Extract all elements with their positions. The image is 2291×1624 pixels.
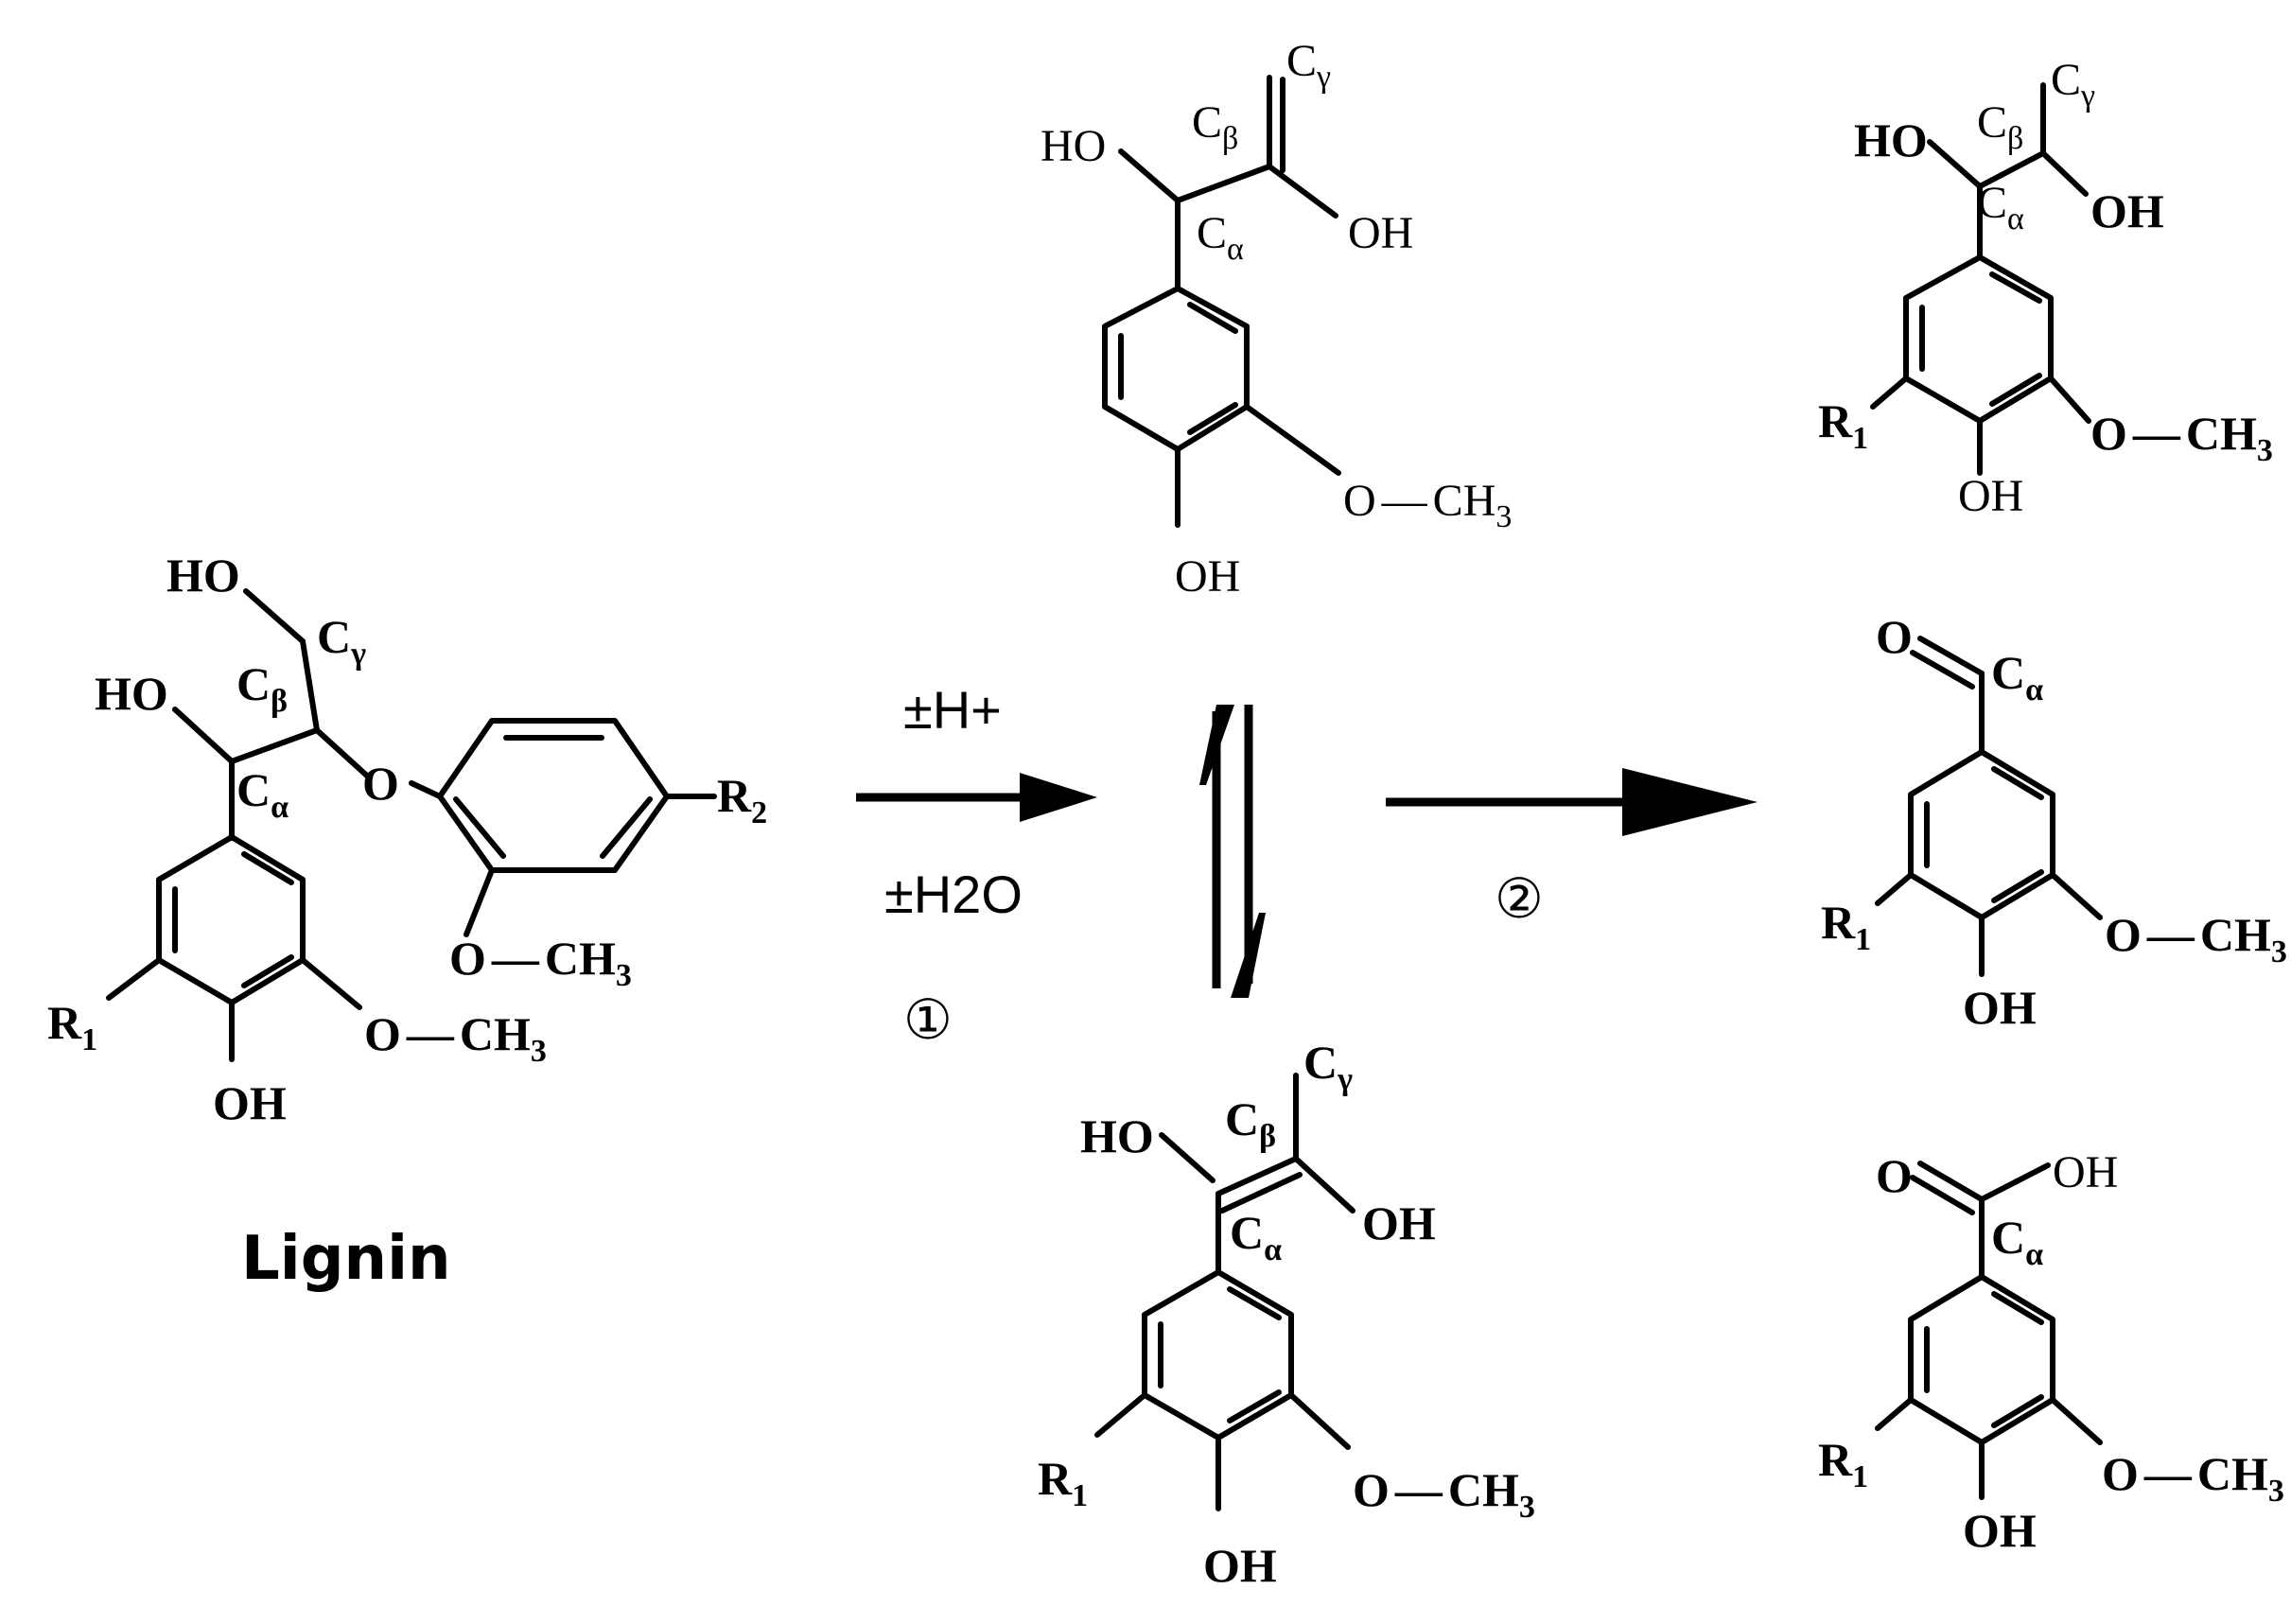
acid-c-alpha: Cα: [1991, 1211, 2043, 1272]
lignin-ho-gamma: HO: [166, 549, 240, 602]
aldehyde-methoxy: O—CH3: [2105, 908, 2287, 969]
acid-oh: OH: [2053, 1147, 2118, 1197]
lignin-ring-b-methoxy: O—CH3: [449, 932, 632, 993]
proton-reagent: ±H+: [903, 680, 1002, 740]
enol-bottom-c-alpha: Cα: [1230, 1206, 1282, 1267]
enol-top-oh: OH: [1348, 208, 1413, 258]
lignin-r1: R1: [47, 996, 97, 1057]
lignin-phenol-oh: OH: [213, 1076, 287, 1129]
enol-top-c-alpha: Cα: [1197, 208, 1244, 267]
diol-ho: HO: [1854, 114, 1928, 166]
diol-r1: R1: [1818, 394, 1868, 456]
lignin-c-alpha: Cα: [236, 763, 289, 825]
lignin-r2: R2: [717, 769, 767, 830]
water-reagent: ±H2O: [884, 864, 1023, 924]
step1-label: ①: [903, 987, 953, 1052]
enol-bottom-oh: OH: [1362, 1196, 1436, 1249]
equilibrium-arrows: [1199, 705, 1266, 998]
lignin-ether-o: O: [362, 757, 399, 810]
step2-arrow: [1386, 768, 1758, 836]
aldehyde-phenol-oh: OH: [1963, 981, 2037, 1034]
product-aldehyde: O Cα R1 O—CH3 OH: [1821, 610, 2287, 1034]
enol-intermediate-bottom: HO Cγ Cβ Cα OH R1 O—CH3 OH: [1038, 1036, 1535, 1592]
acid-methoxy: O—CH3: [2102, 1447, 2284, 1509]
acid-phenol-oh: OH: [1963, 1504, 2037, 1557]
diol-methoxy: O—CH3: [2090, 407, 2273, 468]
aldehyde-c-alpha: Cα: [1991, 646, 2043, 707]
lignin-c-beta: Cβ: [236, 657, 288, 719]
acid-r1: R1: [1818, 1433, 1868, 1494]
diol-c-beta: Cβ: [1977, 97, 2023, 156]
enol-bottom-r1: R1: [1038, 1452, 1088, 1513]
lignin-ring-a-methoxy: O—CH3: [364, 1007, 547, 1069]
enol-top-ho: HO: [1041, 121, 1106, 171]
aldehyde-o: O: [1876, 610, 1913, 663]
lignin-title: Lignin: [241, 1224, 451, 1294]
step2-label: ②: [1495, 866, 1544, 931]
enol-bottom-c-beta: Cβ: [1225, 1092, 1276, 1154]
aldehyde-r1: R1: [1821, 896, 1871, 957]
diol-phenol-oh: OH: [1958, 471, 2023, 521]
enol-top-methoxy: O—CH3: [1343, 476, 1512, 534]
enol-top-c-beta: Cβ: [1192, 97, 1238, 156]
enol-intermediate-top: HO Cγ Cβ Cα OH O—CH3 OH: [1041, 36, 1512, 602]
enol-top-c-gamma: Cγ: [1286, 36, 1331, 95]
diol-oh: OH: [2090, 184, 2164, 237]
product-diol: HO Cγ Cβ Cα OH R1 O—CH3 OH: [1818, 55, 2273, 521]
product-acid: O OH Cα R1 O—CH3 OH: [1818, 1147, 2284, 1557]
lignin-ho-alpha: HO: [95, 667, 168, 720]
enol-bottom-methoxy: O—CH3: [1353, 1463, 1535, 1525]
diol-c-gamma: Cγ: [2051, 55, 2095, 114]
lignin-structure: HO Cγ HO Cβ Cα O R2 O—CH3 R1 O—CH3 OH Li…: [47, 549, 767, 1294]
diol-c-alpha: Cα: [1977, 178, 2024, 236]
step1-arrow: [856, 773, 1097, 822]
enol-bottom-ho: HO: [1080, 1109, 1154, 1162]
lignin-c-gamma: Cγ: [317, 610, 366, 672]
acid-carbonyl-o: O: [1876, 1149, 1913, 1202]
enol-bottom-c-gamma: Cγ: [1303, 1036, 1353, 1097]
enol-bottom-phenol-oh: OH: [1203, 1539, 1277, 1592]
enol-top-phenol-oh: OH: [1175, 551, 1240, 602]
